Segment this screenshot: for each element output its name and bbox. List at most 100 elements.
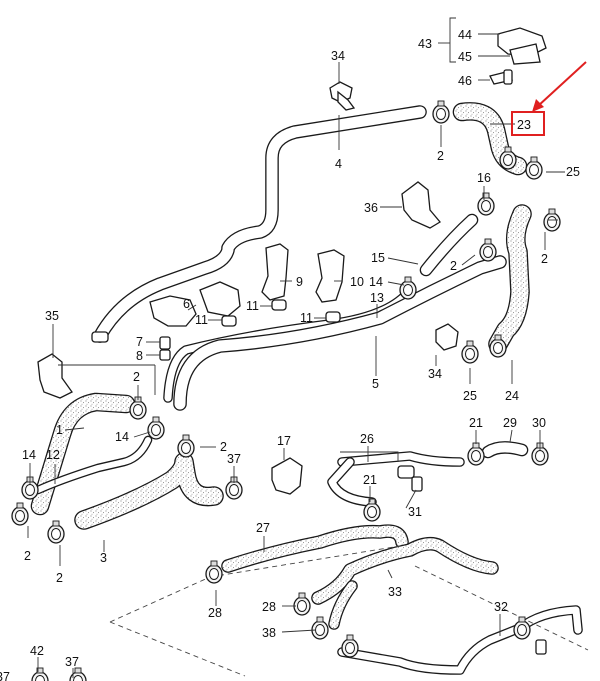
bolt-8 — [159, 349, 171, 361]
label-30: 30 — [532, 416, 546, 430]
label-24: 24 — [505, 389, 519, 403]
bracket-17 — [271, 457, 303, 495]
label-2-bottom-a: 2 — [24, 549, 31, 563]
clamp-14-mid — [399, 276, 417, 300]
label-17: 17 — [277, 434, 291, 448]
hose-32 — [337, 605, 583, 675]
label-23: 23 — [517, 118, 531, 132]
panel-outline — [109, 545, 589, 677]
label-16: 16 — [477, 171, 491, 185]
label-13: 13 — [370, 291, 384, 305]
label-42: 42 — [30, 644, 44, 658]
bolt-31a — [411, 476, 423, 492]
label-25-lower: 25 — [463, 389, 477, 403]
label-2-right: 2 — [541, 252, 548, 266]
clamp-21-mid — [363, 498, 381, 522]
label-38: 38 — [262, 626, 276, 640]
label-44: 44 — [458, 28, 472, 42]
label-27: 27 — [256, 521, 270, 535]
label-31: 31 — [408, 505, 422, 519]
label-37-bottom: 37 — [65, 655, 79, 669]
label-15: 15 — [371, 251, 385, 265]
clamp-42 — [31, 667, 49, 681]
label-2-left-b: 2 — [220, 440, 227, 454]
clamp-14-left — [147, 416, 165, 440]
hose-29 — [481, 441, 529, 459]
small-parts — [37, 27, 547, 655]
label-12: 12 — [46, 448, 60, 462]
label-29: 29 — [503, 416, 517, 430]
label-7: 7 — [136, 335, 143, 349]
clamp-23-end — [499, 146, 517, 170]
label-46: 46 — [458, 74, 472, 88]
label-21-mid: 21 — [363, 473, 377, 487]
grommet-11c — [325, 311, 341, 323]
hose-clamps — [11, 100, 561, 681]
grommet-11a — [221, 315, 237, 327]
hose-26-b — [327, 457, 377, 507]
label-11-b: 11 — [195, 313, 208, 327]
label-10: 10 — [350, 275, 364, 289]
clamp-2-bottom-a — [11, 502, 29, 526]
bracket-9 — [261, 243, 289, 301]
label-8: 8 — [136, 349, 143, 363]
hose-33-b — [328, 580, 358, 630]
highlight-callout-23 — [511, 61, 587, 136]
label-36: 36 — [364, 201, 378, 215]
fitting-upper — [91, 331, 109, 343]
hose-4-upper — [93, 105, 427, 343]
hose-12 — [33, 435, 153, 495]
hoses — [30, 102, 583, 675]
label-34-top: 34 — [331, 49, 345, 63]
hose-5 — [173, 255, 507, 411]
label-43: 43 — [418, 37, 432, 51]
clamp-28-a — [205, 560, 223, 584]
clamp-2-bottom-b — [47, 520, 65, 544]
label-6: 6 — [183, 297, 190, 311]
clip-35 — [37, 353, 73, 399]
clamp-right-2 — [543, 208, 561, 232]
clip-34-top — [329, 81, 353, 103]
label-9: 9 — [296, 275, 303, 289]
hose-15 — [419, 213, 479, 277]
clip-36 — [401, 181, 441, 229]
label-11-a: 11 — [246, 299, 259, 313]
bolt-31b — [535, 639, 547, 655]
clamp-37-bottom — [69, 667, 87, 681]
label-2-top: 2 — [437, 149, 444, 163]
label-34-lower: 34 — [428, 367, 442, 381]
label-14-left: 14 — [115, 430, 129, 444]
clamp-38 — [311, 616, 329, 640]
bracket-10 — [315, 249, 345, 303]
label-26: 26 — [360, 432, 374, 446]
label-37-corner: 37 — [0, 670, 10, 681]
label-32: 32 — [494, 600, 508, 614]
leader-lines — [27, 17, 565, 678]
label-3: 3 — [100, 551, 107, 565]
bolt-7 — [159, 336, 171, 350]
clamp-24-end — [489, 334, 507, 358]
clamp-32-a — [341, 634, 359, 658]
label-28-b: 28 — [262, 600, 276, 614]
label-2-mid: 2 — [450, 259, 457, 273]
part-labels: 34 43 44 45 46 23 2 4 25 16 36 2 15 2 9 … — [0, 28, 580, 681]
label-1: 1 — [56, 423, 63, 437]
clamp-2-mid — [177, 434, 195, 458]
clamp-25-top — [525, 156, 543, 180]
hose-26 — [337, 451, 465, 467]
clamp-16 — [477, 192, 495, 216]
clamp-28-b — [293, 592, 311, 616]
clamp-mid-2 — [479, 238, 497, 262]
grommet-11b — [271, 299, 287, 311]
clamp-21-top — [467, 442, 485, 466]
hose-27 — [221, 524, 409, 573]
label-37-mid: 37 — [227, 452, 241, 466]
label-14-mid: 14 — [369, 275, 383, 289]
label-2-left-a: 2 — [133, 370, 140, 384]
bracket-6 — [149, 295, 197, 327]
clip-34-lower — [435, 323, 459, 351]
label-45: 45 — [458, 50, 472, 64]
label-4: 4 — [335, 157, 342, 171]
label-33: 33 — [388, 585, 402, 599]
